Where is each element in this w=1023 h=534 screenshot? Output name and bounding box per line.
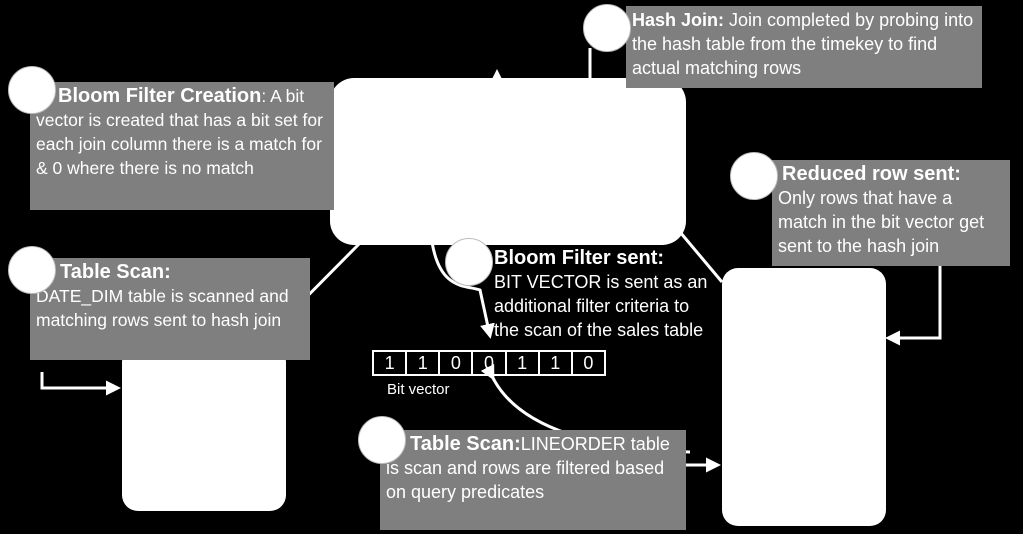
hash-join-title: Hash Join: [632,10,725,30]
bit-cell: 1 [407,352,441,374]
bit-cell: 0 [440,352,474,374]
bloom-creation-callout: Bloom Filter Creation: A bit vector is c… [30,82,334,210]
bloom-sent-text: BIT VECTOR is sent as an additional filt… [494,272,708,340]
lineorder-scan-callout: Table Scan:LINEORDER table is scan and r… [380,430,686,530]
date-scan-text: DATE_DIM table is scanned and matching r… [36,286,289,330]
bloom-sent-title: Bloom Filter sent: [494,247,665,269]
date-scan-callout: Table Scan: DATE_DIM table is scanned an… [30,258,310,360]
step-circle-reduced-row [730,152,778,200]
hash-join-box [330,78,686,245]
lineorder-scan-title: Table Scan: [410,433,521,455]
step-circle-bloom-sent [445,238,493,286]
lineorder-table-box [722,268,886,526]
date-scan-title: Table Scan: [60,261,171,283]
bit-vector-caption: Bit vector [387,381,450,398]
bloom-sent-callout: Bloom Filter sent: BIT VECTOR is sent as… [490,244,720,344]
bloom-creation-text: : A bit vector is created that has a bit… [36,86,323,178]
bit-cell: 1 [507,352,540,374]
step-circle-hash-join [583,4,631,52]
hash-join-text: Join completed by probing into the hash … [632,10,974,78]
lineorder-scan-text: LINEORDER table is scan and rows are fil… [386,434,670,502]
bloom-creation-title: Bloom Filter Creation [58,85,262,107]
date-scan-arrow [40,372,121,396]
step-circle-lineorder-scan [358,416,406,464]
hash-join-callout: Hash Join: Join completed by probing int… [626,6,982,88]
bit-cell: 1 [540,352,573,374]
reduced-row-text: Only rows that have a match in the bit v… [778,188,985,256]
date-dim-table-box [122,346,286,511]
bit-vector: 1 1 0 0 1 1 0 [372,350,606,376]
join-to-right-connector [678,231,724,283]
reduced-row-title: Reduced row sent: [782,163,961,185]
step-circle-bloom-creation [8,66,56,114]
step-circle-date-scan [8,246,56,294]
bit-cell: 0 [473,352,507,374]
bit-cell: 0 [583,353,594,373]
reduced-row-arrow [885,265,942,346]
reduced-row-callout: Reduced row sent: Only rows that have a … [772,160,1010,266]
bloom-sent-arrow [430,241,495,339]
bit-cell: 1 [374,352,408,374]
